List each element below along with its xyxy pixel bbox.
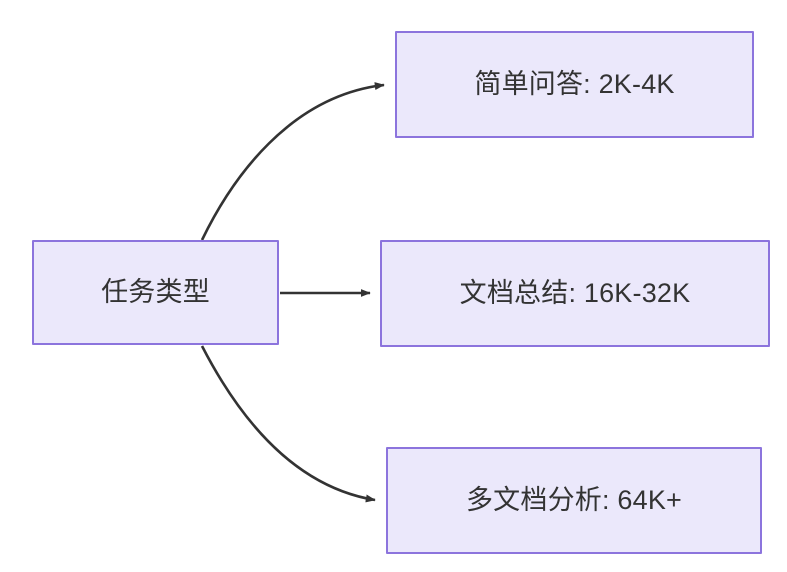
node-multi-document-analysis-label: 多文档分析: 64K+ [465, 485, 682, 516]
node-task-type-label: 任务类型 [101, 277, 210, 308]
edge-root-simple-qa [200, 82, 385, 241]
node-simple-qa-label: 简单问答: 2K-4K [474, 69, 675, 100]
node-document-summary[interactable]: 文档总结: 16K-32K [380, 240, 770, 347]
node-multi-document-analysis[interactable]: 多文档分析: 64K+ [386, 447, 762, 554]
node-simple-qa[interactable]: 简单问答: 2K-4K [395, 31, 754, 138]
node-task-type[interactable]: 任务类型 [32, 240, 279, 345]
edge-root-multi-doc [200, 345, 376, 503]
node-document-summary-label: 文档总结: 16K-32K [459, 278, 691, 309]
